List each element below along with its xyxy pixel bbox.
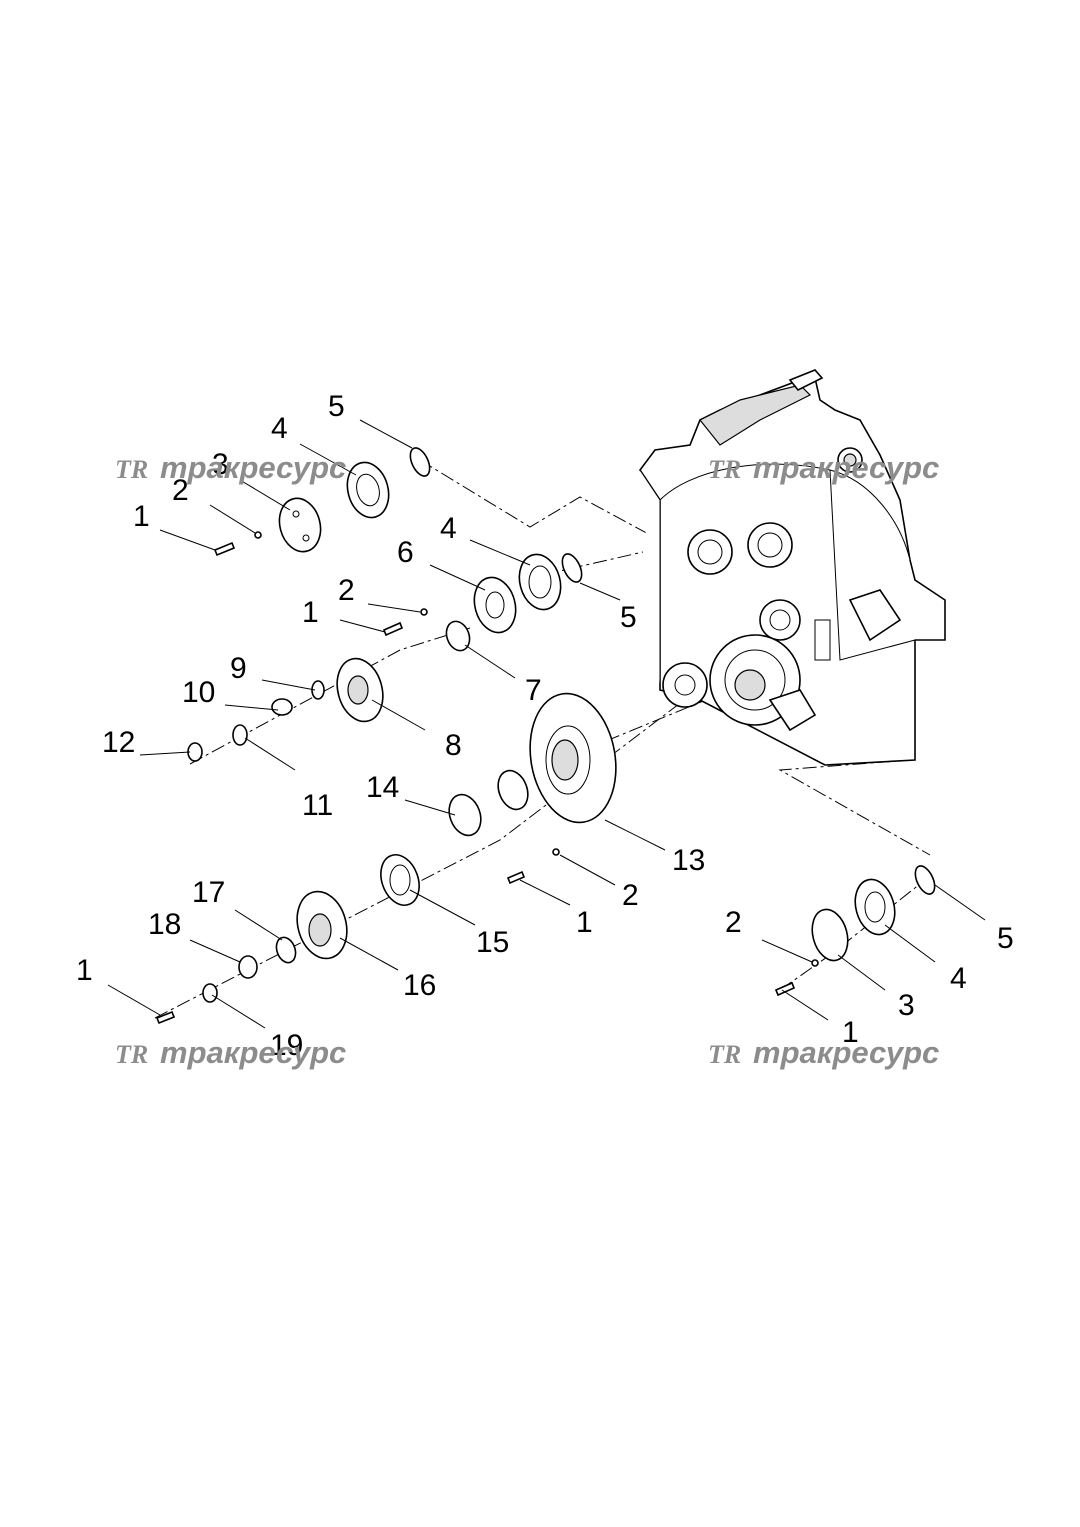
- watermark-text: тракресурс: [160, 1035, 346, 1070]
- callout-16: 16: [403, 969, 436, 1002]
- watermark-text: тракресурс: [753, 450, 939, 485]
- callout-3: 3: [898, 989, 915, 1022]
- callout-3: 3: [212, 448, 229, 481]
- callout-13: 13: [672, 844, 705, 877]
- callout-2: 2: [622, 879, 639, 912]
- callout-4: 4: [440, 512, 457, 545]
- callout-4: 4: [950, 962, 967, 995]
- callout-15: 15: [476, 926, 509, 959]
- watermark-logo: TR: [115, 1040, 148, 1069]
- lower-right-cover-group: [774, 865, 936, 997]
- callout-18: 18: [148, 908, 181, 941]
- callout-1: 1: [302, 596, 319, 629]
- callout-12: 12: [102, 726, 135, 759]
- watermark-bottom-left: TR тракресурс: [115, 1035, 346, 1070]
- callout-5: 5: [328, 390, 345, 423]
- callout-5: 5: [997, 922, 1014, 955]
- callout-19: 19: [270, 1029, 303, 1062]
- callout-5: 5: [620, 601, 637, 634]
- gearbox-housing: [639, 369, 946, 766]
- callout-1: 1: [76, 954, 93, 987]
- callout-2: 2: [725, 906, 742, 939]
- middle-flange-group: [382, 553, 583, 652]
- watermark-top-right: TR тракресурс: [708, 450, 939, 485]
- callout-9: 9: [230, 652, 247, 685]
- callout-1: 1: [133, 500, 150, 533]
- lower-left-flange-group: [155, 854, 420, 1025]
- callout-2: 2: [338, 574, 355, 607]
- callout-10: 10: [182, 676, 215, 709]
- leader-lines: [107, 419, 986, 1029]
- callout-labels: 1 2 3 4 5 1 2 6 4 5 7 9 10 12 11 8 14 13…: [76, 390, 1014, 1062]
- callout-17: 17: [192, 876, 225, 909]
- watermark-logo: TR: [708, 1040, 741, 1069]
- callout-7: 7: [525, 674, 542, 707]
- watermark-text: тракресурс: [160, 450, 346, 485]
- callout-1: 1: [576, 906, 593, 939]
- callout-2: 2: [172, 474, 189, 507]
- callout-8: 8: [445, 729, 462, 762]
- callout-14: 14: [366, 771, 399, 804]
- upper-left-cover-group: [213, 447, 431, 557]
- callout-6: 6: [397, 536, 414, 569]
- callout-1: 1: [842, 1016, 859, 1049]
- watermark-top-left: TR тракресурс: [115, 450, 346, 485]
- callout-11: 11: [302, 789, 333, 822]
- watermark-logo: TR: [708, 455, 741, 484]
- watermark-bottom-right: TR тракресурс: [708, 1035, 939, 1070]
- large-cover-group: [448, 692, 617, 885]
- watermark-logo: TR: [115, 455, 148, 484]
- callout-4: 4: [271, 412, 288, 445]
- watermark-text: тракресурс: [753, 1035, 939, 1070]
- output-flange-group: [187, 657, 384, 762]
